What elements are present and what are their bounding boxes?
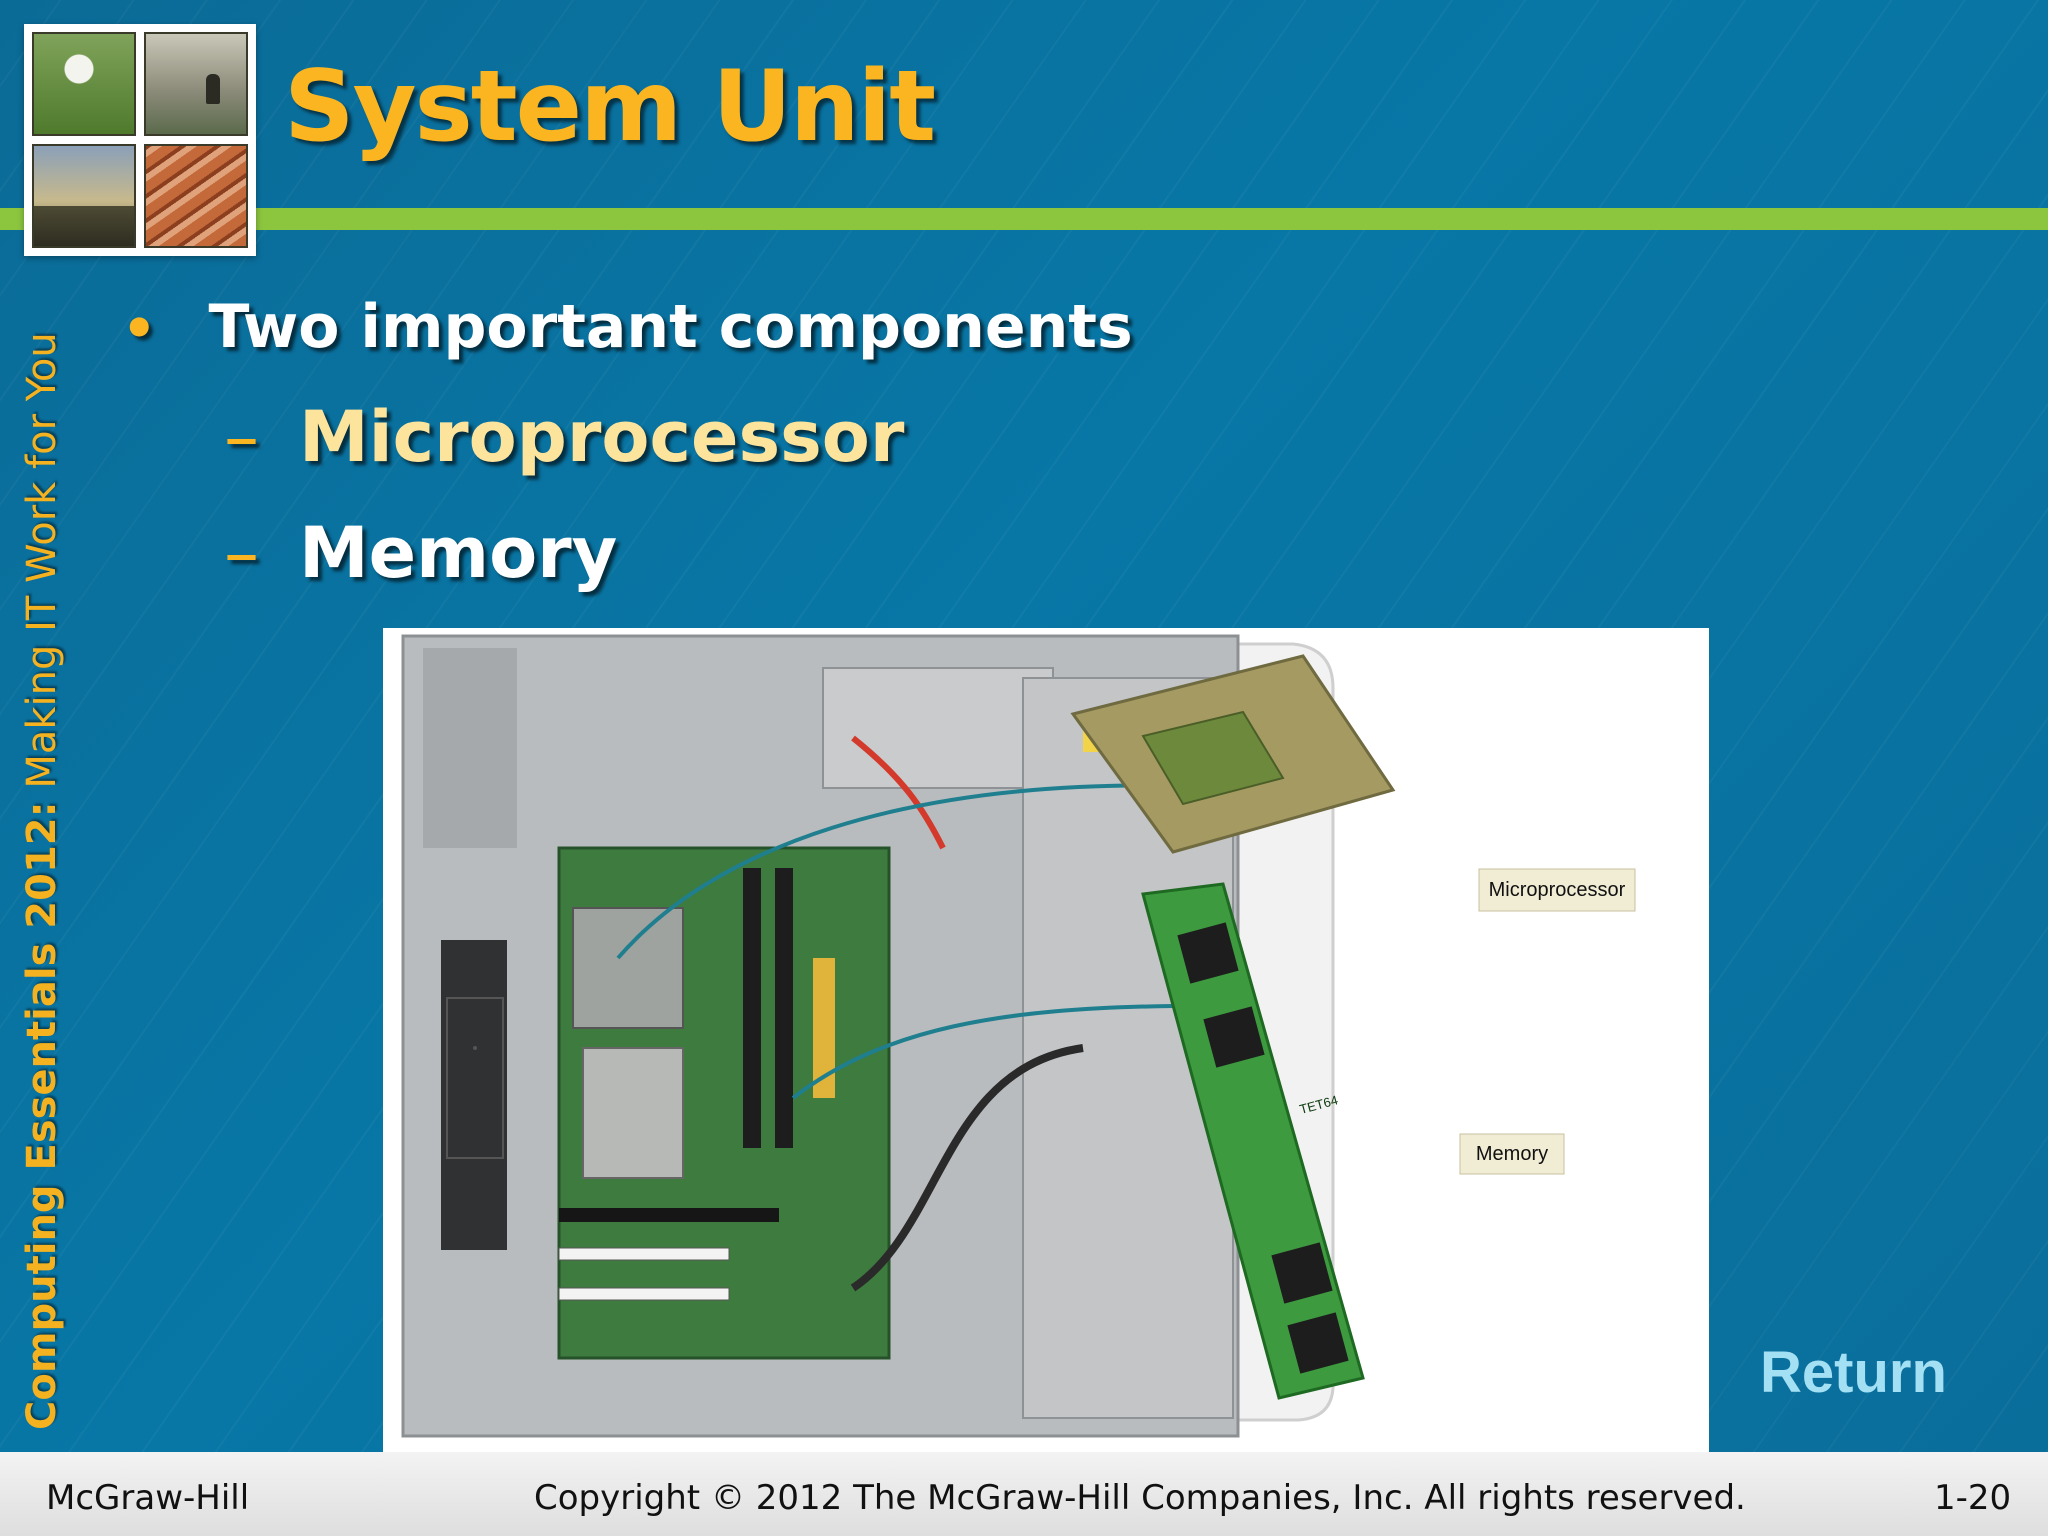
book-title-bold: Computing Essentials 2012: xyxy=(19,801,65,1430)
copyright-notice: Copyright © 2012 The McGraw-Hill Compani… xyxy=(534,1478,1746,1518)
cpu-socket xyxy=(572,907,684,1029)
sub-bullet-text: Memory xyxy=(299,512,618,594)
dash-marker: – xyxy=(224,396,259,478)
book-title-vertical: Computing Essentials 2012: Making IT Wor… xyxy=(19,332,65,1430)
pci-slot xyxy=(558,1287,730,1301)
callout-line-memory xyxy=(791,1004,1174,1100)
golf-ball-photo xyxy=(32,32,136,136)
photo-collage-logo xyxy=(24,24,256,256)
book-title-subtitle: Making IT Work for You xyxy=(19,332,65,802)
system-unit-photo: TET64 Microprocessor Memory xyxy=(383,628,1709,1452)
microprocessor-label-box xyxy=(1478,868,1636,912)
drive-bay-top xyxy=(822,667,1054,789)
memory-label-box xyxy=(1459,1133,1565,1175)
system-unit-illustration: TET64 Microprocessor Memory xyxy=(383,628,1709,1452)
publisher-name: McGraw-Hill xyxy=(46,1478,250,1518)
fan-grill xyxy=(446,997,504,1159)
title-divider xyxy=(0,208,2048,230)
ide-connector xyxy=(813,958,835,1098)
sub-bullet-memory: –Memory xyxy=(224,512,617,594)
callout-line-cpu xyxy=(616,783,1194,960)
slide-title: System Unit xyxy=(284,50,936,164)
dash-marker: – xyxy=(224,512,259,594)
bullet-main-text: Two important components xyxy=(208,292,1133,362)
bullet-main: • Two important components xyxy=(122,292,1133,362)
memory-label: Memory xyxy=(1476,1143,1548,1165)
footer-bar: McGraw-Hill Copyright © 2012 The McGraw-… xyxy=(0,1452,2048,1536)
microprocessor-label: Microprocessor xyxy=(1489,879,1626,901)
landscape-photo xyxy=(32,144,136,248)
pci-slot xyxy=(558,1247,730,1261)
psu-area xyxy=(423,648,517,848)
pci-express-slot xyxy=(559,1208,779,1222)
ram-slot xyxy=(743,868,761,1148)
bullet-marker: • xyxy=(122,297,157,360)
heatsink xyxy=(582,1047,684,1179)
sub-bullet-microprocessor: –Microprocessor xyxy=(224,396,904,478)
slide-number: 1-20 xyxy=(1934,1478,2012,1518)
return-link[interactable]: Return xyxy=(1760,1340,1947,1405)
sub-bullet-text: Microprocessor xyxy=(299,396,905,478)
ram-slot xyxy=(775,868,793,1148)
seated-figure-photo xyxy=(144,32,248,136)
rear-io-panel xyxy=(441,940,507,1250)
brick-photo xyxy=(144,144,248,248)
